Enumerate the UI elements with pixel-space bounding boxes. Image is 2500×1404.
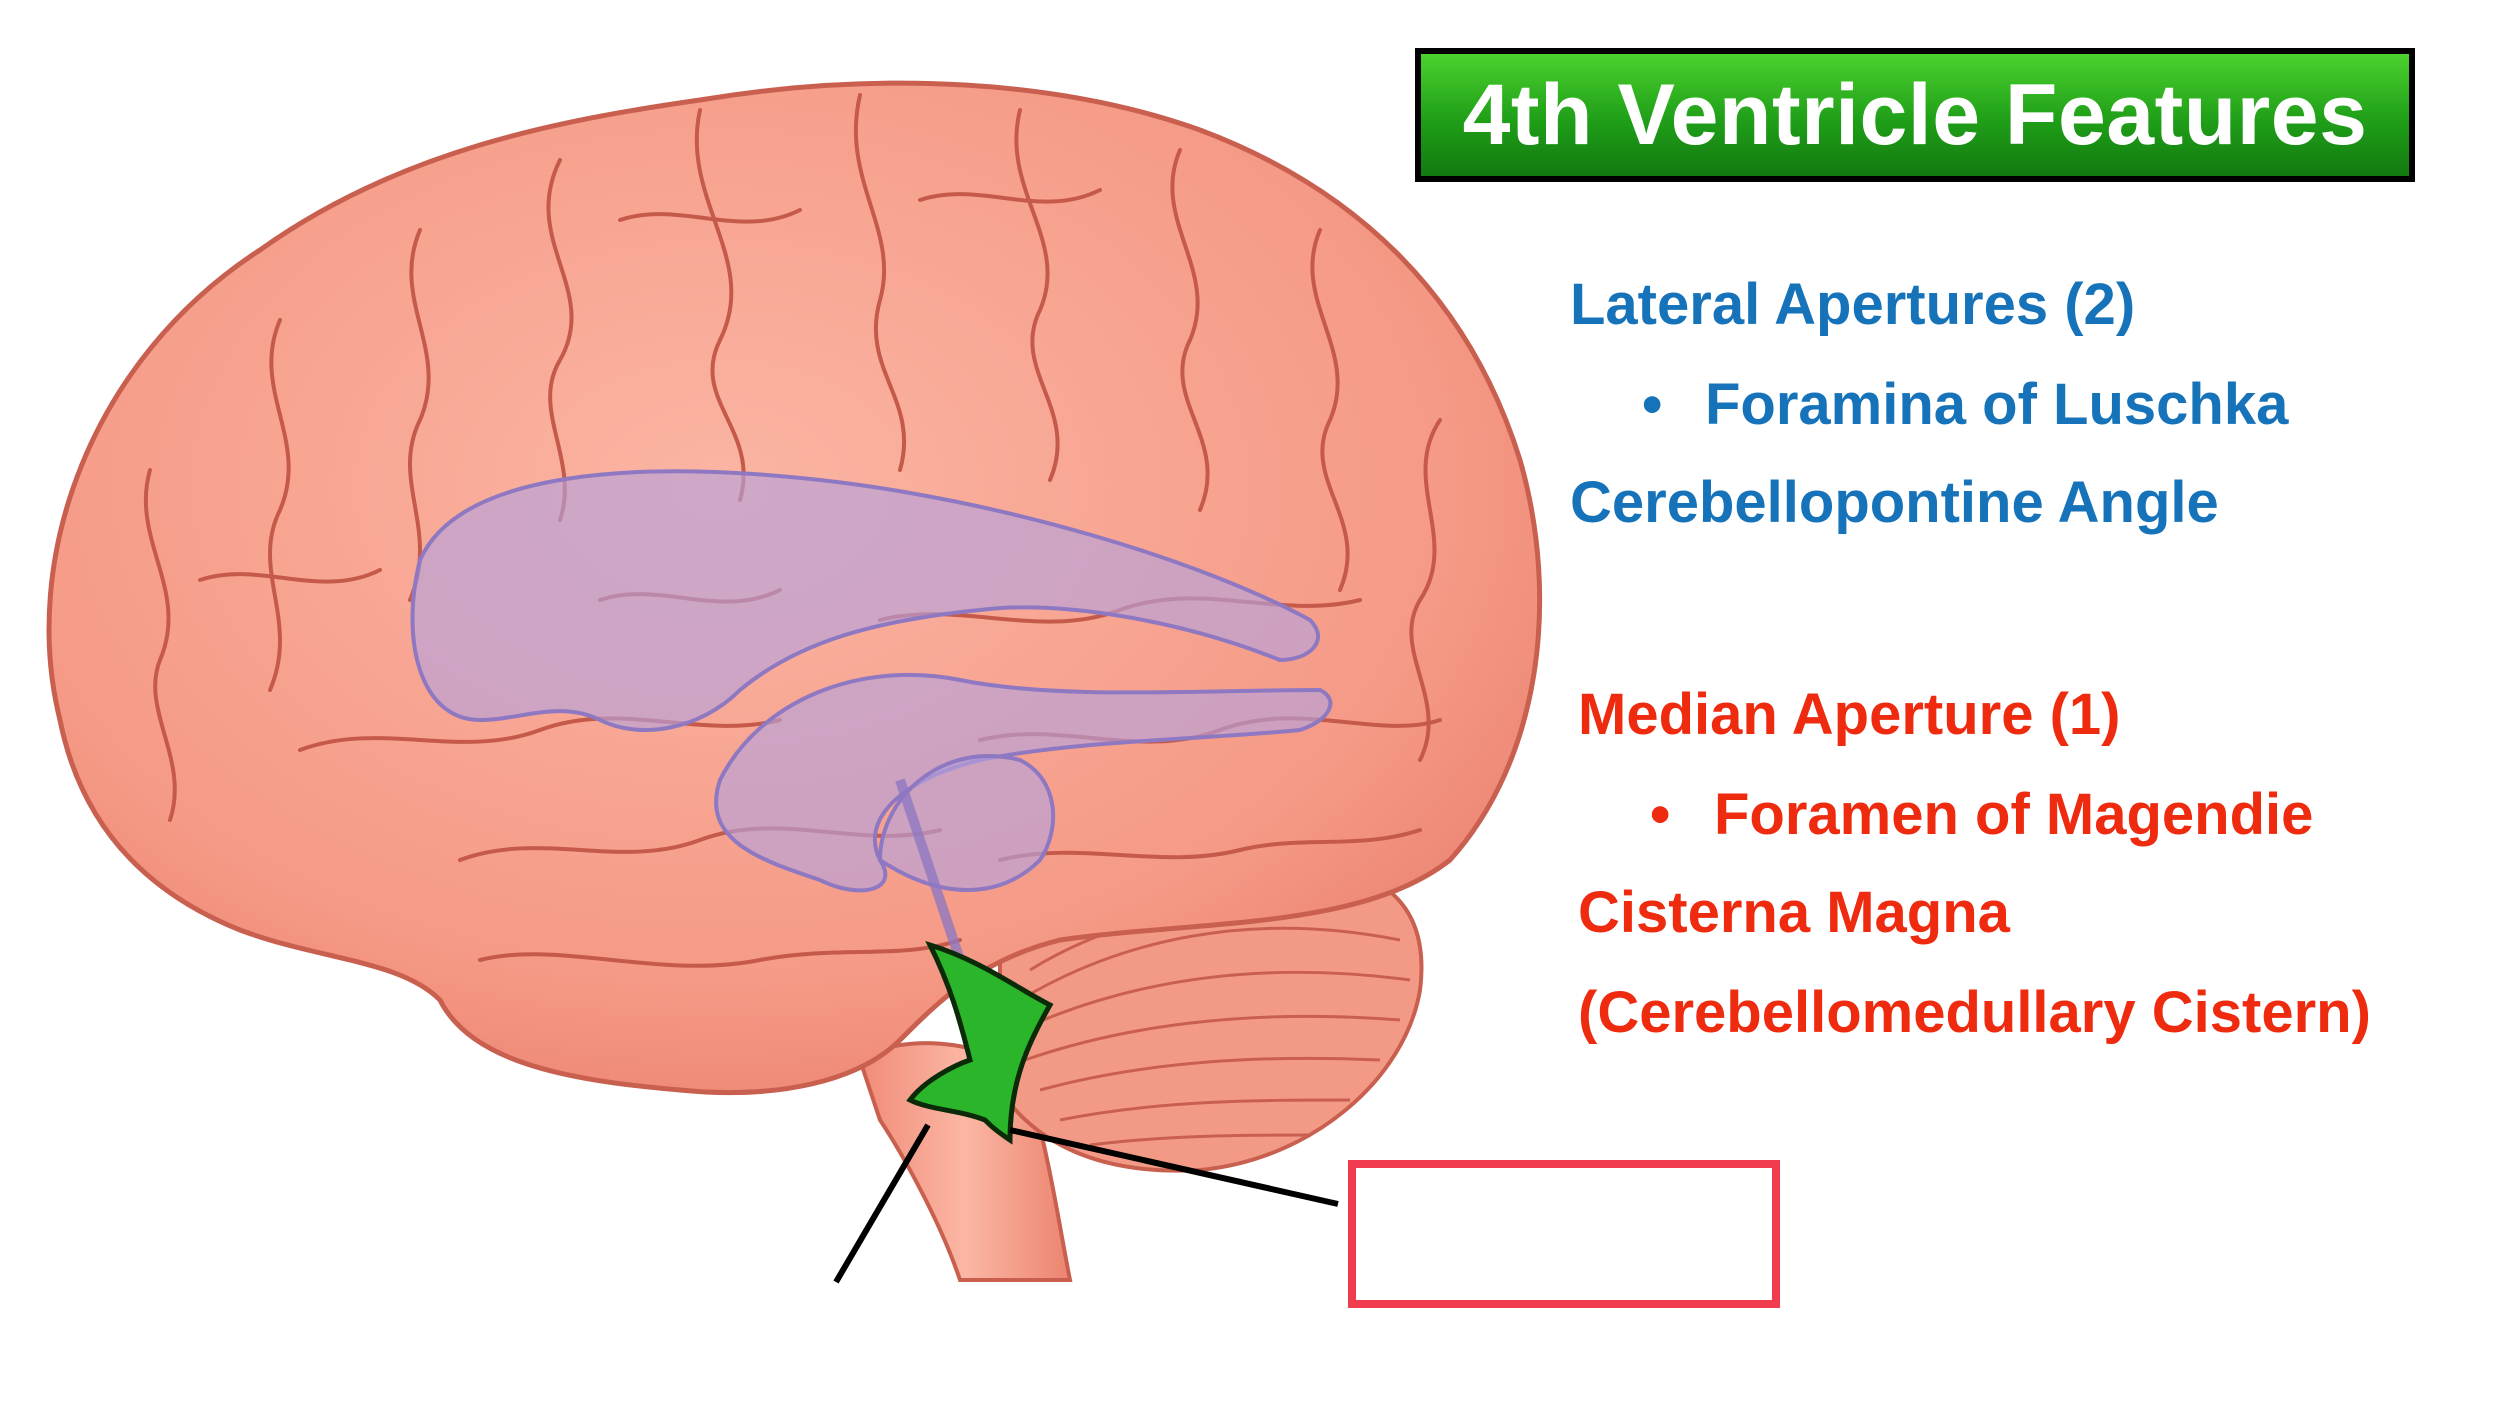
page-title: 4th Ventricle Features: [1462, 66, 2368, 163]
pointer-line-left: [833, 1123, 931, 1284]
lateral-apertures-heading: Lateral Apertures (2): [1570, 272, 2136, 337]
bullet-icon: •: [1650, 782, 1671, 847]
foramen-of-magendie: Foramen of Magendie: [1714, 782, 2314, 847]
lateral-ventricles: [410, 469, 1333, 893]
cerebellum-folia: [1019, 896, 1411, 1147]
cerebellomedullary-cistern: (Cerebellomedullary Cistern): [1578, 980, 2371, 1045]
cerebellopontine-angle: Cerebellopontine Angle: [1570, 470, 2219, 535]
foramina-of-luschka: Foramina of Luschka: [1705, 372, 2289, 437]
bullet-icon: •: [1642, 372, 1663, 437]
title-banner: 4th Ventricle Features: [1415, 48, 2415, 182]
cerebral-aqueduct: [895, 778, 965, 962]
answer-box[interactable]: [1348, 1160, 1780, 1308]
median-aperture-heading: Median Aperture (1): [1578, 682, 2121, 747]
fourth-ventricle: [906, 940, 1054, 1145]
pointer-line-right: [1009, 1127, 1339, 1207]
cisterna-magna: Cisterna Magna: [1578, 880, 2010, 945]
